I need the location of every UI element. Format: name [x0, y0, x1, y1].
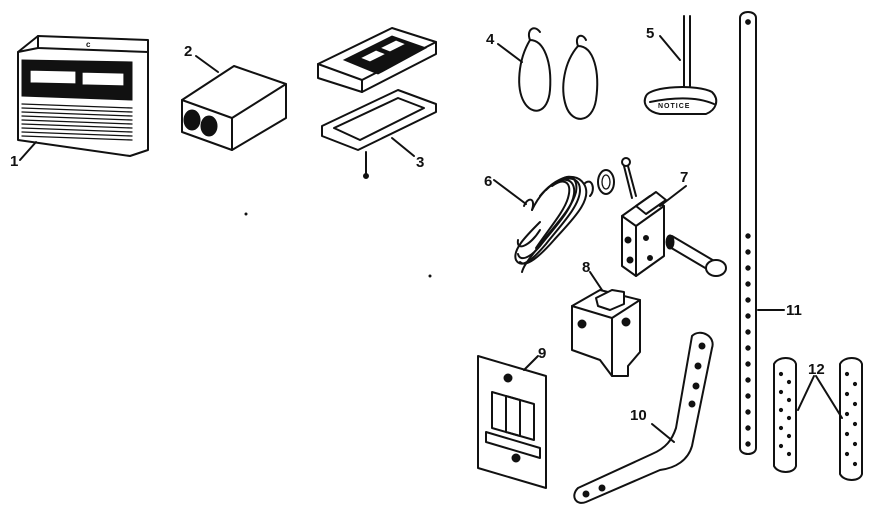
- svg-text:c: c: [86, 40, 91, 49]
- part-12-short-straps: [773, 357, 863, 481]
- callout-1: 1: [10, 153, 18, 170]
- callout-8: 8: [582, 259, 590, 276]
- part-8-bracket: [571, 271, 641, 377]
- callout-2: 2: [184, 43, 192, 60]
- notice-tag-text: NOTICE: [658, 103, 690, 110]
- part-10-door-arm: [573, 331, 714, 504]
- part-3-remote-transmitter: [317, 27, 437, 179]
- callout-6: 6: [484, 173, 492, 190]
- part-1-wall-console: c: [17, 35, 149, 161]
- part-7-door-bracket: [621, 185, 727, 277]
- part-11-perforated-strap: [739, 11, 785, 455]
- callout-4: 4: [486, 31, 495, 48]
- callout-12: 12: [808, 361, 825, 378]
- part-6-wire-coil: [493, 175, 594, 273]
- callout-5: 5: [646, 25, 654, 42]
- callout-10: 10: [630, 407, 647, 424]
- callout-7: 7: [680, 169, 688, 186]
- part-9-mounting-plate: [477, 355, 547, 489]
- callout-3: 3: [416, 154, 424, 171]
- callout-9: 9: [538, 345, 546, 362]
- part-5-release-handle: NOTICE: [643, 15, 718, 115]
- callout-11: 11: [786, 302, 802, 319]
- part-7-ring-and-cotter-pin: [597, 157, 637, 199]
- part-2-battery: [181, 55, 287, 151]
- part-4-emergency-release-hooks: [497, 27, 599, 120]
